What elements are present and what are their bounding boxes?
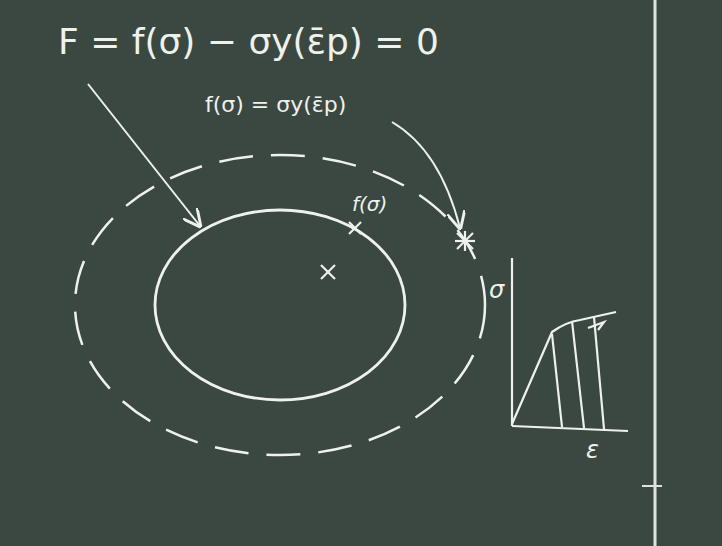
leader-arrow xyxy=(88,84,200,226)
stress-point-cross xyxy=(349,222,361,234)
center-cross xyxy=(321,265,335,279)
stress-point-star xyxy=(455,231,475,251)
axis-label: ε xyxy=(586,436,599,465)
yield-surface xyxy=(155,210,405,400)
board-tick xyxy=(642,485,662,487)
stress-strain-graph xyxy=(512,258,628,431)
board-edge-line xyxy=(654,0,657,546)
leader-arrow xyxy=(392,122,460,228)
point-label: f(σ) xyxy=(352,192,387,216)
yield-condition: f(σ) = σy(ε̄p) xyxy=(205,92,346,118)
axis-label: σ xyxy=(489,276,504,305)
yield-function-equation: F = f(σ) − σy(ε̄p) = 0 xyxy=(58,20,439,63)
expanded-yield-surface xyxy=(75,155,485,455)
